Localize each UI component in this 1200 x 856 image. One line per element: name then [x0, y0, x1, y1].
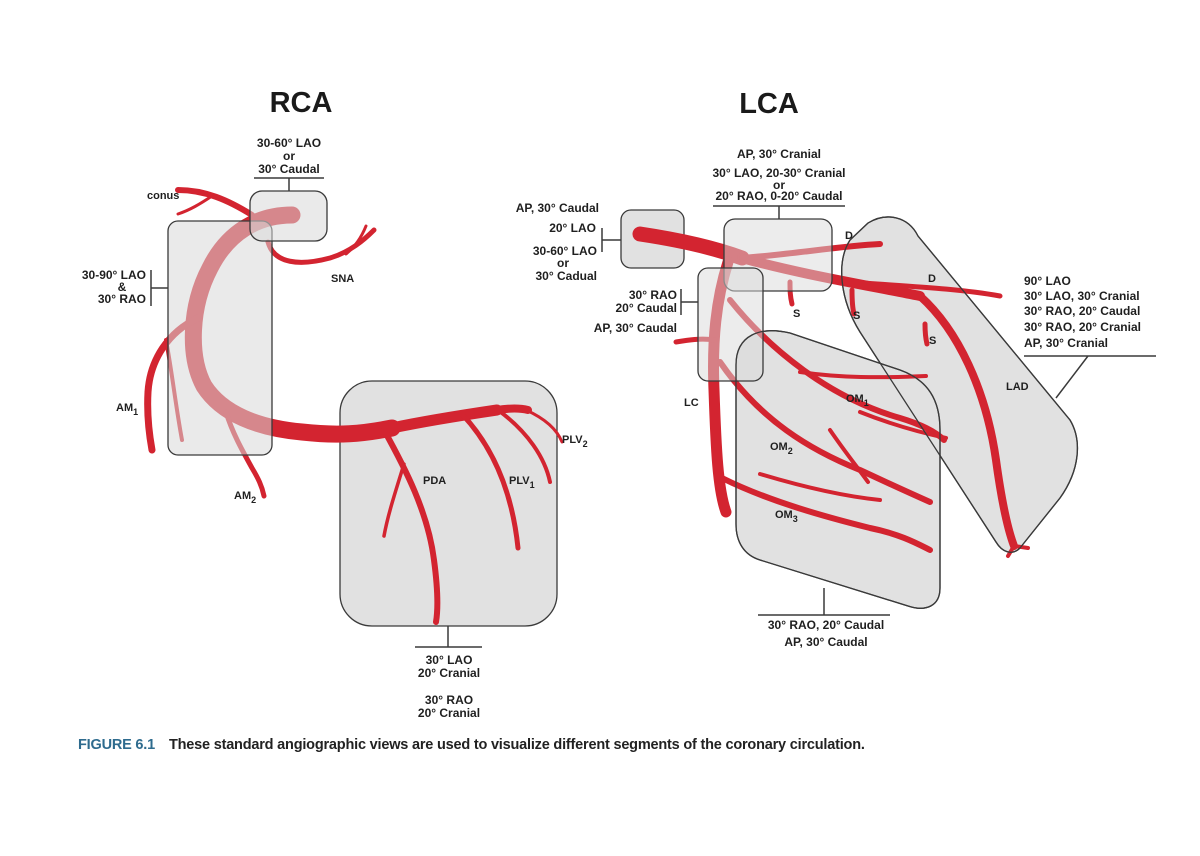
label-am1: AM1 [116, 402, 138, 417]
plv1-branch [459, 411, 521, 551]
rca-view-left-line3: 30° RAO [98, 292, 146, 306]
pda-branch [381, 427, 441, 625]
lad-tip [1006, 544, 1030, 558]
label-plv1: PLV1 [509, 475, 535, 490]
lca-view-bottom: 30° RAO, 20° Caudal AP, 30° Caudal [758, 588, 890, 649]
om1-lower-twig [858, 410, 948, 440]
lca-view-top-line2: 30° LAO, 20-30° Cranial [713, 166, 846, 180]
lca-view-lc-line1: 30° RAO [629, 288, 677, 302]
rca-view-left-bracket [150, 270, 168, 306]
lca-view-top-bracket [713, 205, 845, 219]
rca-view-top-line3: 30° Caudal [258, 162, 320, 176]
lca-view-lm-line5: 30° Cadual [536, 269, 598, 283]
sna-twig [344, 224, 368, 256]
rca-view-bottom-1-line1: 30° LAO [426, 653, 473, 667]
rca-view-top-line1: 30-60° LAO [257, 136, 321, 150]
lad-box-outline [841, 216, 1079, 553]
lca-vessel-labels: D D S S S LC LAD OM1 OM2 OM3 [684, 230, 1029, 524]
lca-view-lm-line2: 20° LAO [549, 221, 596, 235]
om2-twig [828, 428, 870, 484]
lca-view-right-line5: AP, 30° Cranial [1024, 336, 1108, 350]
label-am2: AM2 [234, 490, 256, 505]
label-d2: D [928, 273, 936, 285]
label-om2: OM2 [770, 441, 793, 456]
lca-view-lm-line1: AP, 30° Caudal [516, 201, 599, 215]
conus-twig [176, 194, 214, 216]
label-om3: OM3 [775, 509, 798, 524]
om1-upper-twig [798, 370, 928, 380]
lc-proximal-box [697, 267, 764, 382]
lca-view-top-line4: 20° RAO, 0-20° Caudal [716, 189, 843, 203]
diagonal-2 [847, 279, 1003, 299]
label-s1: S [793, 308, 800, 320]
rca-panel: RCA 30-60° LAO or 30° C [82, 87, 588, 720]
label-conus: conus [147, 190, 179, 202]
lca-view-lc-bracket [680, 289, 698, 315]
lca-view-bottom-bracket [758, 588, 890, 616]
rca-view-bottom-2-line2: 20° Cranial [418, 706, 480, 720]
septal-2 [849, 287, 857, 317]
label-s3: S [929, 335, 936, 347]
rca-vessel-labels: conus SNA AM1 AM2 PDA PLV1 PLV2 [116, 190, 588, 505]
rca-view-left: 30-90° LAO & 30° RAO [82, 268, 168, 306]
label-om1: OM1 [846, 393, 869, 408]
label-lad: LAD [1006, 381, 1029, 393]
figure-caption-text: These standard angiographic views are us… [168, 737, 865, 753]
om2-vessel [717, 359, 933, 505]
lca-view-right: 90° LAO 30° LAO, 30° Cranial 30° RAO, 20… [1024, 274, 1156, 399]
lca-view-lm-line3: 30-60° LAO [533, 244, 597, 258]
lca-view-top-line3: or [773, 178, 785, 192]
lca-panel: LCA [516, 88, 1156, 649]
label-plv2: PLV2 [562, 434, 588, 449]
rca-view-top: 30-60° LAO or 30° Caudal [254, 136, 324, 191]
figure-caption: FIGURE 6.1 These standard angiographic vi… [78, 737, 865, 753]
om3-vessel [719, 475, 933, 553]
lca-view-right-line4: 30° RAO, 20° Cranial [1024, 320, 1141, 334]
lca-title: LCA [739, 88, 799, 120]
lca-view-lc-line3: AP, 30° Caudal [594, 321, 677, 335]
om-box-outline [735, 330, 941, 609]
lca-view-right-line1: 90° LAO [1024, 274, 1071, 288]
lca-view-lc-line2: 20° Caudal [616, 301, 678, 315]
rca-view-left-line2: & [118, 280, 127, 294]
figure-number: FIGURE 6.1 [78, 737, 155, 753]
rca-view-bottom-2-line1: 30° RAO [425, 693, 473, 707]
conus-branch [175, 187, 255, 218]
sna-branch [265, 227, 377, 265]
lca-view-bottom-line1: 30° RAO, 20° Caudal [768, 618, 884, 632]
rca-distal-vessel [386, 404, 503, 434]
rca-view-top-bracket [254, 177, 324, 191]
label-lc: LC [684, 397, 699, 409]
lca-view-bottom-line2: AP, 30° Caudal [784, 635, 867, 649]
rca-proximal-box [167, 220, 273, 456]
lca-view-left-lc: 30° RAO 20° Caudal AP, 30° Caudal [594, 288, 698, 335]
lca-view-left-main: AP, 30° Caudal 20° LAO 30-60° LAO or 30°… [516, 201, 621, 283]
label-sna: SNA [331, 273, 354, 285]
label-d1: D [845, 230, 853, 242]
rca-view-bottom-1-line2: 20° Cranial [418, 666, 480, 680]
rca-title: RCA [270, 87, 333, 119]
rca-view-top-line2: or [283, 149, 295, 163]
rca-distal-tip [493, 404, 532, 414]
lca-view-right-line3: 30° RAO, 20° Caudal [1024, 304, 1140, 318]
lca-view-lm-bracket [601, 228, 621, 252]
rca-ostium-box [249, 190, 328, 242]
label-pda: PDA [423, 475, 446, 487]
lca-view-top: AP, 30° Cranial 30° LAO, 20-30° Cranial … [713, 147, 846, 219]
lca-view-right-line2: 30° LAO, 30° Cranial [1024, 289, 1140, 303]
lca-view-top-line1: AP, 30° Cranial [737, 147, 821, 161]
lca-view-lm-line4: or [557, 256, 569, 270]
plv2-branch [496, 408, 552, 484]
lca-view-right-bracket [1024, 355, 1156, 399]
plv2-twig [524, 408, 564, 444]
om3-upper-twig [758, 472, 882, 502]
rca-view-bottom: 30° LAO 20° Cranial 30° RAO 20° Cranial [415, 626, 482, 720]
label-s2: S [853, 310, 860, 322]
rca-view-bottom-bracket [415, 626, 482, 648]
rca-view-left-line1: 30-90° LAO [82, 268, 146, 282]
septal-3 [922, 321, 930, 347]
pda-twig [382, 462, 406, 538]
lad-distal [916, 292, 1018, 550]
